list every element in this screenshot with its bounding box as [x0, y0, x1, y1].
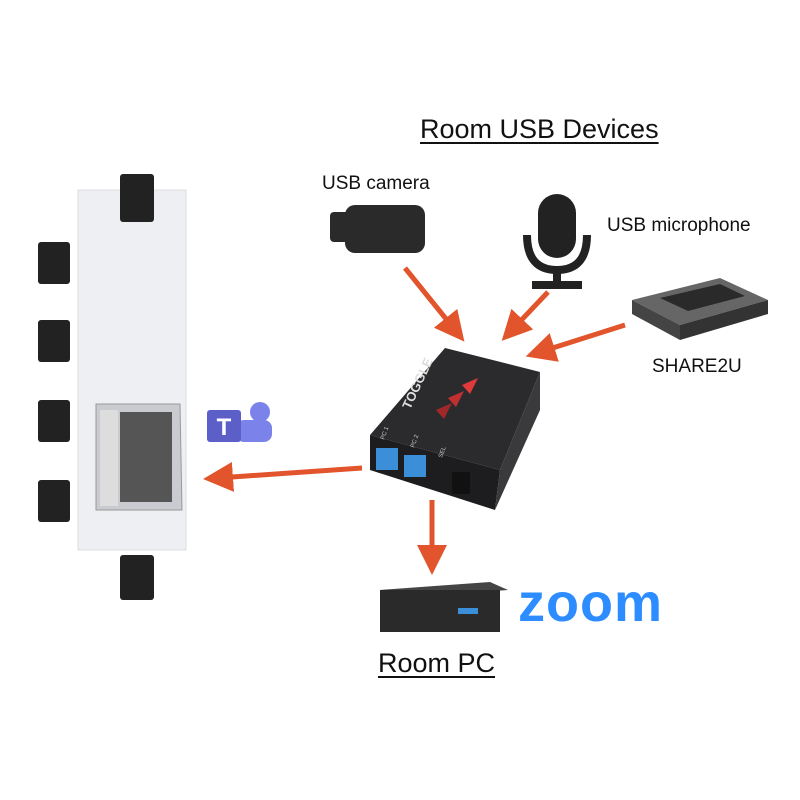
- teams-logo-icon: T: [207, 402, 272, 442]
- arrow-camera-to-toggle: [403, 266, 465, 342]
- usb-camera-label: USB camera: [322, 173, 430, 194]
- zoom-logo: zoom: [518, 573, 663, 633]
- port-pc1-label: PC 1: [380, 425, 390, 440]
- laptop-icon: [95, 403, 183, 511]
- port-pc2-label: PC 2: [410, 433, 420, 448]
- port-sel-label: SEL: [438, 445, 448, 458]
- arrow-mic-to-toggle: [501, 290, 550, 341]
- arrow-share2u-to-toggle: [525, 322, 626, 362]
- page-title: Room USB Devices: [420, 114, 659, 144]
- share2u-device-icon: [632, 278, 768, 340]
- toggle-switch-device: TOGGLE PC 1 PC 2 SEL: [370, 348, 540, 510]
- room-pc-icon: [380, 582, 508, 632]
- connection-arrows: [203, 266, 626, 575]
- share2u-label: SHARE2U: [652, 356, 742, 377]
- usb-microphone-label: USB microphone: [607, 215, 751, 236]
- usb-microphone-icon: [523, 194, 591, 289]
- conference-table: [38, 174, 187, 600]
- svg-text:T: T: [217, 414, 232, 441]
- arrow-toggle-to-laptop: [203, 461, 363, 492]
- room-pc-label: Room PC: [378, 648, 496, 678]
- usb-camera-icon: [330, 205, 425, 253]
